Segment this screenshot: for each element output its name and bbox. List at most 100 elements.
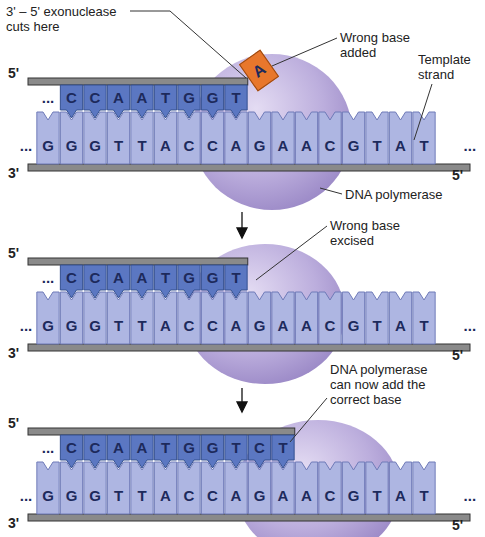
nucleotide-block [319,292,341,344]
template-strand: ...GGGTTACCAGAACGTAT... [28,290,470,352]
base-letter: G [37,487,59,505]
strand-end-label: 3' [8,346,19,361]
dna-polymerase [185,244,345,384]
nucleotide-block [107,112,129,164]
nucleotide-block [131,292,153,344]
base-letter: A [390,317,412,335]
base-letter: A [296,317,318,335]
strand-end-label: 5' [8,246,19,261]
nucleotide-block [248,112,270,164]
base-letter: A [155,137,177,155]
base-letter: C [202,487,224,505]
nucleotide-block [37,462,59,514]
base-letter: G [249,317,271,335]
base-letter: C [61,439,83,457]
base-letter: T [413,137,435,155]
base-letter: C [61,269,83,287]
base-letter: A [272,317,294,335]
template-strand: ...GGGTTACCAGAACGTAT... [28,110,470,172]
base-letter: G [84,137,106,155]
base-letter: ... [459,137,481,155]
leader-line [272,38,337,66]
base-letter: T [366,317,388,335]
base-letter: A [108,89,130,107]
base-letter: G [249,137,271,155]
nucleotide-block [413,112,435,164]
base-letter: T [413,317,435,335]
strand-end-label: 3' [8,516,19,531]
base-letter: G [37,317,59,335]
nucleotide-block [389,292,411,344]
nucleotide-block [37,112,59,164]
base-letter: C [319,487,341,505]
base-letter: A [272,487,294,505]
base-letter: A [155,487,177,505]
base-letter: C [319,137,341,155]
base-letter: G [343,137,365,155]
base-letter: A [296,487,318,505]
base-letter: T [413,487,435,505]
nucleotide-block [366,292,388,344]
nucleotide-block [248,462,270,514]
arrow-head [237,228,247,238]
base-letter: C [178,487,200,505]
base-letter: ... [15,487,37,505]
arrow-head [237,402,247,412]
nucleotide-block [154,112,176,164]
nucleotide-block [248,292,270,344]
base-letter: A [390,487,412,505]
nucleotide-block [413,462,435,514]
sugar-backbone [28,514,470,521]
base-letter: ... [15,137,37,155]
base-letter: A [225,317,247,335]
leader-line [320,188,342,194]
nucleotide-block [178,292,200,344]
callout-label: Wrong base excised [330,218,408,248]
base-letter: C [61,89,83,107]
base-letter: A [225,487,247,505]
nucleotide-block [84,112,106,164]
base-letter: A [108,439,130,457]
base-letter: C [202,137,224,155]
nucleotide-block [342,292,364,344]
nucleotide-block [366,112,388,164]
nucleotide-block [131,462,153,514]
base-letter: ... [37,89,59,107]
nucleotide-block [37,292,59,344]
nucleotide-block [60,462,82,514]
nucleotide-block [272,462,294,514]
base-letter: T [272,439,294,457]
nucleotide-block [178,112,200,164]
base-letter: G [249,487,271,505]
nucleotide-block [295,112,317,164]
base-letter: A [108,269,130,287]
nucleotide-block [272,292,294,344]
leader-line [130,11,246,78]
base-letter: ... [459,487,481,505]
sugar-backbone [28,428,295,435]
base-letter: G [343,317,365,335]
base-letter: G [37,137,59,155]
nucleotide-block [413,292,435,344]
base-letter: C [178,137,200,155]
sugar-backbone [28,344,470,351]
callout-label: Wrong base added [340,30,418,60]
nucleotide-block [225,292,247,344]
step-arrow [241,388,242,404]
base-letter: ... [459,317,481,335]
base-letter: G [178,439,200,457]
sugar-backbone [28,258,248,265]
base-letter: ... [37,269,59,287]
base-letter: T [155,89,177,107]
callout-label: Template strand [418,52,480,82]
nucleotide-block [366,462,388,514]
base-letter: T [366,137,388,155]
leader-line [256,226,327,280]
nucleotide-block [154,292,176,344]
base-letter: G [202,439,224,457]
base-letter: T [131,137,153,155]
nucleotide-block [201,462,223,514]
base-letter: T [155,269,177,287]
base-letter: A [225,137,247,155]
